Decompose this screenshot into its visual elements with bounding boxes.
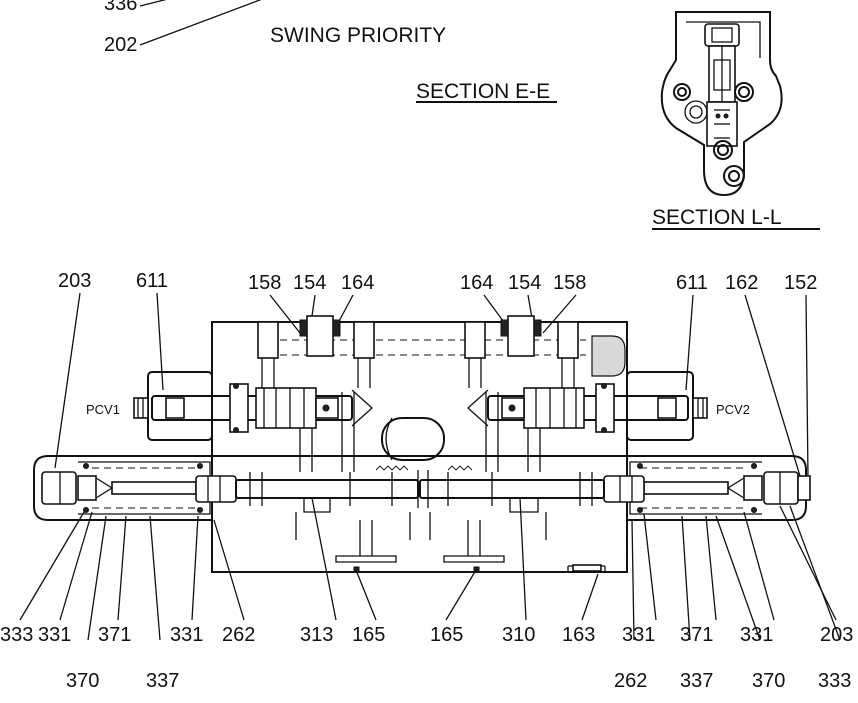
label-333-left: 333 (0, 624, 33, 646)
bottom-leaders (19, 497, 841, 641)
label-154-left: 154 (293, 272, 326, 294)
label-336: 336 (104, 0, 137, 15)
right-spring-cap (603, 455, 811, 521)
label-262-right: 262 (614, 670, 647, 692)
label-370-left: 370 (66, 670, 99, 692)
label-313: 313 (300, 624, 333, 646)
label-611-right: 611 (676, 272, 708, 294)
top-leaders (54, 292, 809, 479)
top-left-labels: 336 202 (104, 0, 262, 56)
label-203-top: 203 (58, 270, 91, 292)
label-370-right: 370 (752, 670, 785, 692)
left-spring-cap (33, 455, 237, 521)
label-371-right: 371 (680, 624, 713, 646)
section-l-title: SECTION L-L (652, 206, 782, 229)
valve-body (133, 315, 708, 573)
label-154-right: 154 (508, 272, 541, 294)
label-310: 310 (502, 624, 535, 646)
swing-priority-title: SWING PRIORITY (270, 24, 446, 47)
label-164-right: 164 (460, 272, 493, 294)
label-337-left: 337 (146, 670, 179, 692)
label-pcv2: PCV2 (716, 402, 750, 417)
label-162: 162 (725, 272, 758, 294)
section-l-view (660, 11, 783, 197)
label-158-left: 158 (248, 272, 281, 294)
label-331-d: 331 (740, 624, 773, 646)
label-164-left: 164 (341, 272, 374, 294)
label-611-left: 611 (136, 270, 168, 292)
bottom-callouts-row2: 370 337 262 337 370 333 (66, 670, 851, 692)
label-158-right: 158 (553, 272, 586, 294)
label-331-c: 331 (622, 624, 655, 646)
label-333-right: 333 (818, 670, 851, 692)
label-165-b: 165 (430, 624, 463, 646)
label-202: 202 (104, 34, 137, 56)
label-203-bottom: 203 (820, 624, 853, 646)
section-e-title: SECTION E-E (416, 80, 550, 103)
bottom-callouts-row1: 333 331 371 331 262 313 165 165 310 163 … (0, 624, 853, 646)
top-callouts: 203 611 158 154 164 164 154 158 611 162 … (58, 270, 817, 294)
label-165-a: 165 (352, 624, 385, 646)
label-262-left: 262 (222, 624, 255, 646)
label-337-right: 337 (680, 670, 713, 692)
label-371-left: 371 (98, 624, 131, 646)
label-331-a: 331 (38, 624, 71, 646)
main-spools (235, 465, 605, 573)
label-pcv1: PCV1 (86, 402, 120, 417)
label-152: 152 (784, 272, 817, 294)
label-331-b: 331 (170, 624, 203, 646)
label-163: 163 (562, 624, 595, 646)
